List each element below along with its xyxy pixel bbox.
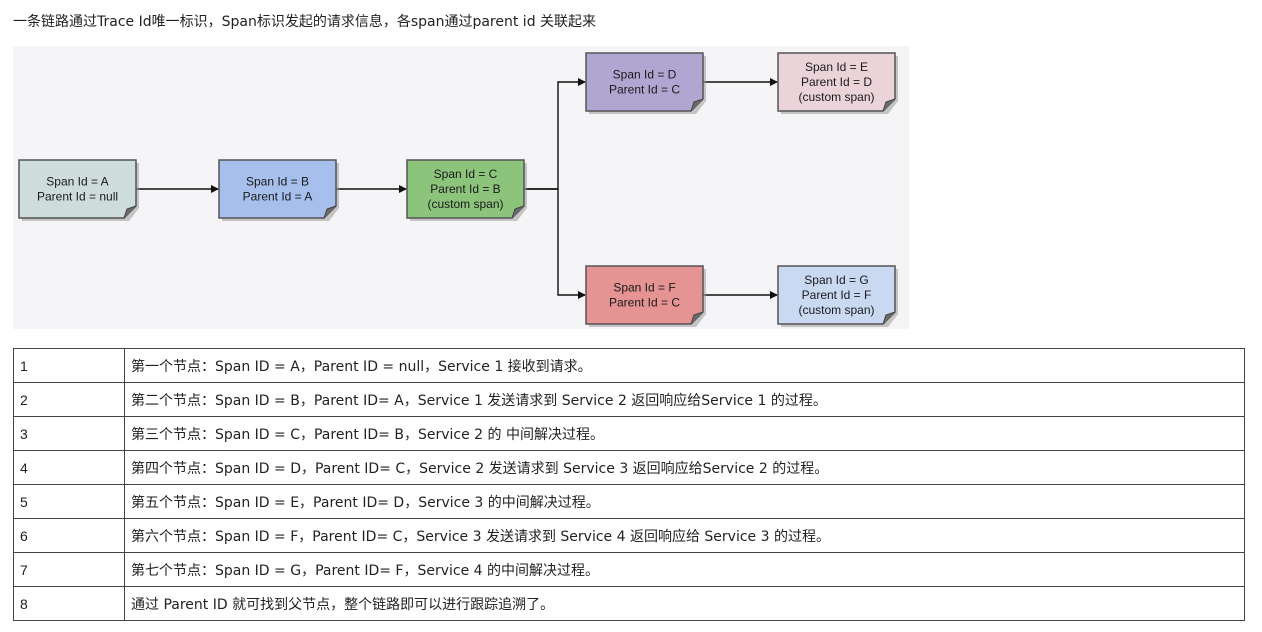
row-number: 7 (13, 552, 125, 587)
row-description: 通过 Parent ID 就可找到父节点，整个链路即可以进行跟踪追溯了。 (124, 586, 1245, 621)
span-node-B-line: Parent Id = A (243, 190, 313, 204)
row-number: 2 (13, 382, 125, 417)
span-node-D-line: Span Id = D (613, 68, 677, 82)
row-description: 第一个节点：Span ID = A，Parent ID = null，Servi… (124, 348, 1245, 383)
row-description: 第六个节点：Span ID = F，Parent ID= C，Service 3… (124, 518, 1245, 553)
span-node-C-line: (custom span) (427, 197, 503, 211)
row-description: 第三个节点：Span ID = C，Parent ID= B，Service 2… (124, 416, 1245, 451)
span-node-B-line: Span Id = B (246, 175, 309, 189)
span-node-E-line: Span Id = E (805, 60, 868, 74)
span-node-D-line: Parent Id = C (609, 83, 680, 97)
row-number: 1 (13, 348, 125, 383)
row-number: 5 (13, 484, 125, 519)
edges (136, 78, 778, 299)
span-node-A-line: Parent Id = null (37, 190, 118, 204)
row-description: 第五个节点：Span ID = E，Parent ID= D，Service 3… (124, 484, 1245, 519)
row-number: 8 (13, 586, 125, 621)
row-number: 6 (13, 518, 125, 553)
span-node-F-line: Span Id = F (613, 281, 675, 295)
span-node-C-line: Span Id = C (434, 167, 498, 181)
row-description: 第七个节点：Span ID = G，Parent ID= F，Service 4… (124, 552, 1245, 587)
row-number: 4 (13, 450, 125, 485)
span-node-C-line: Parent Id = B (430, 182, 500, 196)
span-node-G-line: Span Id = G (804, 273, 868, 287)
span-node-G-line: (custom span) (798, 303, 874, 317)
row-description: 第四个节点：Span ID = D，Parent ID= C，Service 2… (124, 450, 1245, 485)
intro-text: 一条链路通过Trace Id唯一标识，Span标识发起的请求信息，各span通过… (13, 14, 597, 30)
span-node-E-line: Parent Id = D (801, 75, 872, 89)
span-node-E-line: (custom span) (798, 90, 874, 104)
span-node-G-line: Parent Id = F (802, 288, 872, 302)
span-node-F-line: Parent Id = C (609, 296, 680, 310)
edge-C-F (524, 188, 586, 299)
span-node-A-line: Span Id = A (46, 175, 108, 189)
row-description: 第二个节点：Span ID = B，Parent ID= A，Service 1… (124, 382, 1245, 417)
row-number: 3 (13, 416, 125, 451)
edge-C-D (524, 78, 586, 190)
